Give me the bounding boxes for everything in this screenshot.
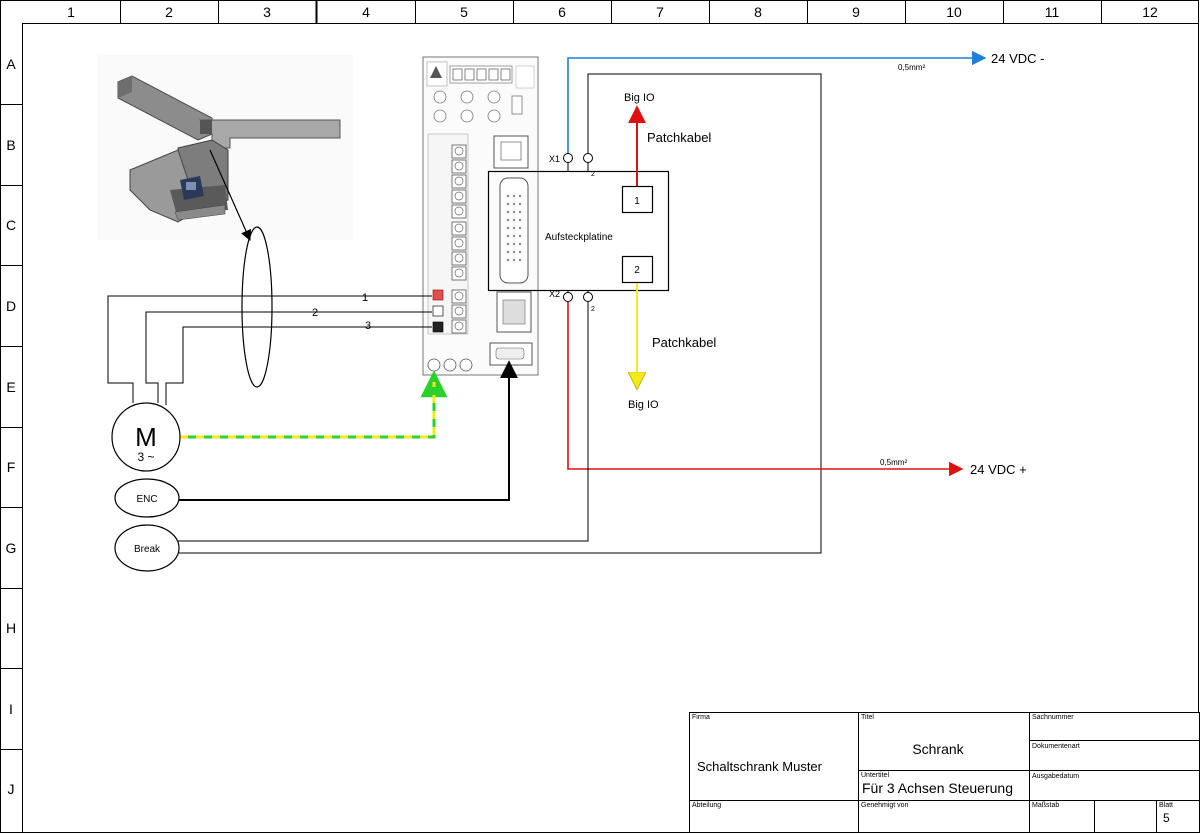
db-connector-pins [506, 194, 522, 262]
tb-blatt-label: Blatt [1159, 802, 1173, 809]
column-label: 7 [656, 4, 664, 20]
row-dividers [0, 104, 22, 750]
cross-section-bottom-label: 0,5mm² [880, 458, 907, 467]
row-label: E [6, 379, 15, 395]
board-slot-1 [621, 185, 654, 214]
row-label: F [7, 459, 16, 475]
phase-wire-label: 2 [312, 307, 318, 319]
motor-label: M [135, 422, 157, 452]
encoder-symbol [114, 478, 180, 518]
row-label: H [6, 620, 16, 636]
tb-massstab-label: Maßstab [1032, 802, 1059, 809]
red-wire-24vdc-plus [567, 302, 964, 477]
row-labels: A B C D E F G H I J [6, 56, 17, 797]
brake-symbol [114, 524, 180, 572]
inner-frame [22, 23, 1199, 833]
db-connector [499, 177, 529, 284]
column-label: 1 [67, 4, 75, 20]
row-label: A [6, 56, 16, 72]
column-label: 12 [1142, 4, 1158, 20]
big-io-bottom-label: Big IO [628, 399, 659, 411]
column-label: 6 [558, 4, 566, 20]
tb-untertitel-label: Untertitel [861, 772, 889, 779]
tb-sachnummer-label: Sachnummer [1032, 714, 1074, 721]
brake-label: Break [134, 544, 161, 555]
blue-wire-24vdc-minus [567, 50, 987, 153]
tb-abteilung-label: Abteilung [692, 802, 721, 809]
row-label: C [6, 217, 16, 233]
brake-wire-x1 [177, 73, 822, 554]
column-label: 5 [460, 4, 468, 20]
column-labels: 1 2 3 4 5 6 7 8 9 10 11 12 [67, 4, 1158, 20]
row-label: B [6, 137, 15, 153]
row-label: I [9, 701, 13, 717]
tb-firma-label: Firma [692, 714, 710, 721]
phase-wire-label: 1 [362, 292, 368, 304]
tb-genehmigt-label: Genehmigt von [861, 802, 909, 809]
column-label: 11 [1045, 4, 1060, 20]
encoder-wire [179, 360, 518, 501]
row-label: G [6, 540, 17, 556]
board-slot-2-label: 2 [634, 265, 640, 276]
tb-blatt-value: 5 [1163, 811, 1170, 825]
tb-firma-value: Schaltschrank Muster [697, 759, 823, 774]
tb-titel-value: Schrank [912, 741, 964, 757]
column-label: 4 [362, 4, 370, 20]
aufsteckplatine-board [487, 170, 670, 292]
phase-wire-3 [165, 326, 432, 405]
column-label: 8 [754, 4, 762, 20]
title-block-field-labels: Firma Titel Untertitel Abteilung Genehmi… [692, 714, 1173, 809]
row-label: D [6, 298, 16, 314]
x1-terminal-1 [563, 153, 573, 163]
x2-label: X2 [549, 289, 560, 299]
x1-label: X1 [549, 154, 560, 164]
board-slot-1-label: 1 [634, 196, 640, 207]
row-label: J [8, 781, 15, 797]
vdc-minus-label: 24 VDC - [991, 51, 1044, 66]
photo-pointer-arrow [209, 149, 251, 241]
x2-pin-2-label: 2 [591, 306, 595, 313]
brake-wire-x2 [177, 302, 589, 542]
cable-bundle-ellipse [241, 226, 273, 388]
big-io-top-label: Big IO [624, 92, 655, 104]
column-label: 3 [263, 4, 271, 20]
column-label: 10 [946, 4, 962, 20]
x1-terminal-2 [583, 153, 593, 163]
cross-section-top-label: 0,5mm² [898, 63, 925, 72]
patchkabel-top-label: Patchkabel [647, 130, 711, 145]
phase-wire-labels: 1 2 3 [312, 292, 371, 332]
phase-wire-1 [107, 295, 432, 403]
board-label: Aufsteckplatine [545, 232, 613, 243]
phase-wire-label: 3 [365, 320, 371, 332]
motor-phase-label: 3 ~ [137, 450, 154, 464]
tb-dokumentenart-label: Dokumentenart [1032, 743, 1080, 750]
tb-titel-label: Titel [861, 714, 874, 721]
tb-ausgabedatum-label: Ausgabedatum [1032, 773, 1079, 780]
vdc-plus-label: 24 VDC + [970, 462, 1027, 477]
x2-terminal-1 [563, 292, 573, 302]
column-label: 2 [165, 4, 173, 20]
encoder-label: ENC [136, 494, 157, 505]
x1-pin-2-label: 2 [591, 171, 595, 178]
pe-wire-yellow [180, 382, 436, 439]
patchkabel-bottom-label: Patchkabel [652, 335, 716, 350]
column-label: 9 [852, 4, 860, 20]
motor-symbol [111, 402, 181, 472]
board-slot-2 [621, 255, 654, 284]
tb-untertitel-value: Für 3 Achsen Steuerung [862, 780, 1013, 796]
x2-terminal-2 [583, 292, 593, 302]
column-dividers [120, 0, 1102, 23]
bracket-photo [97, 55, 353, 240]
phase-wire-2 [145, 311, 432, 403]
